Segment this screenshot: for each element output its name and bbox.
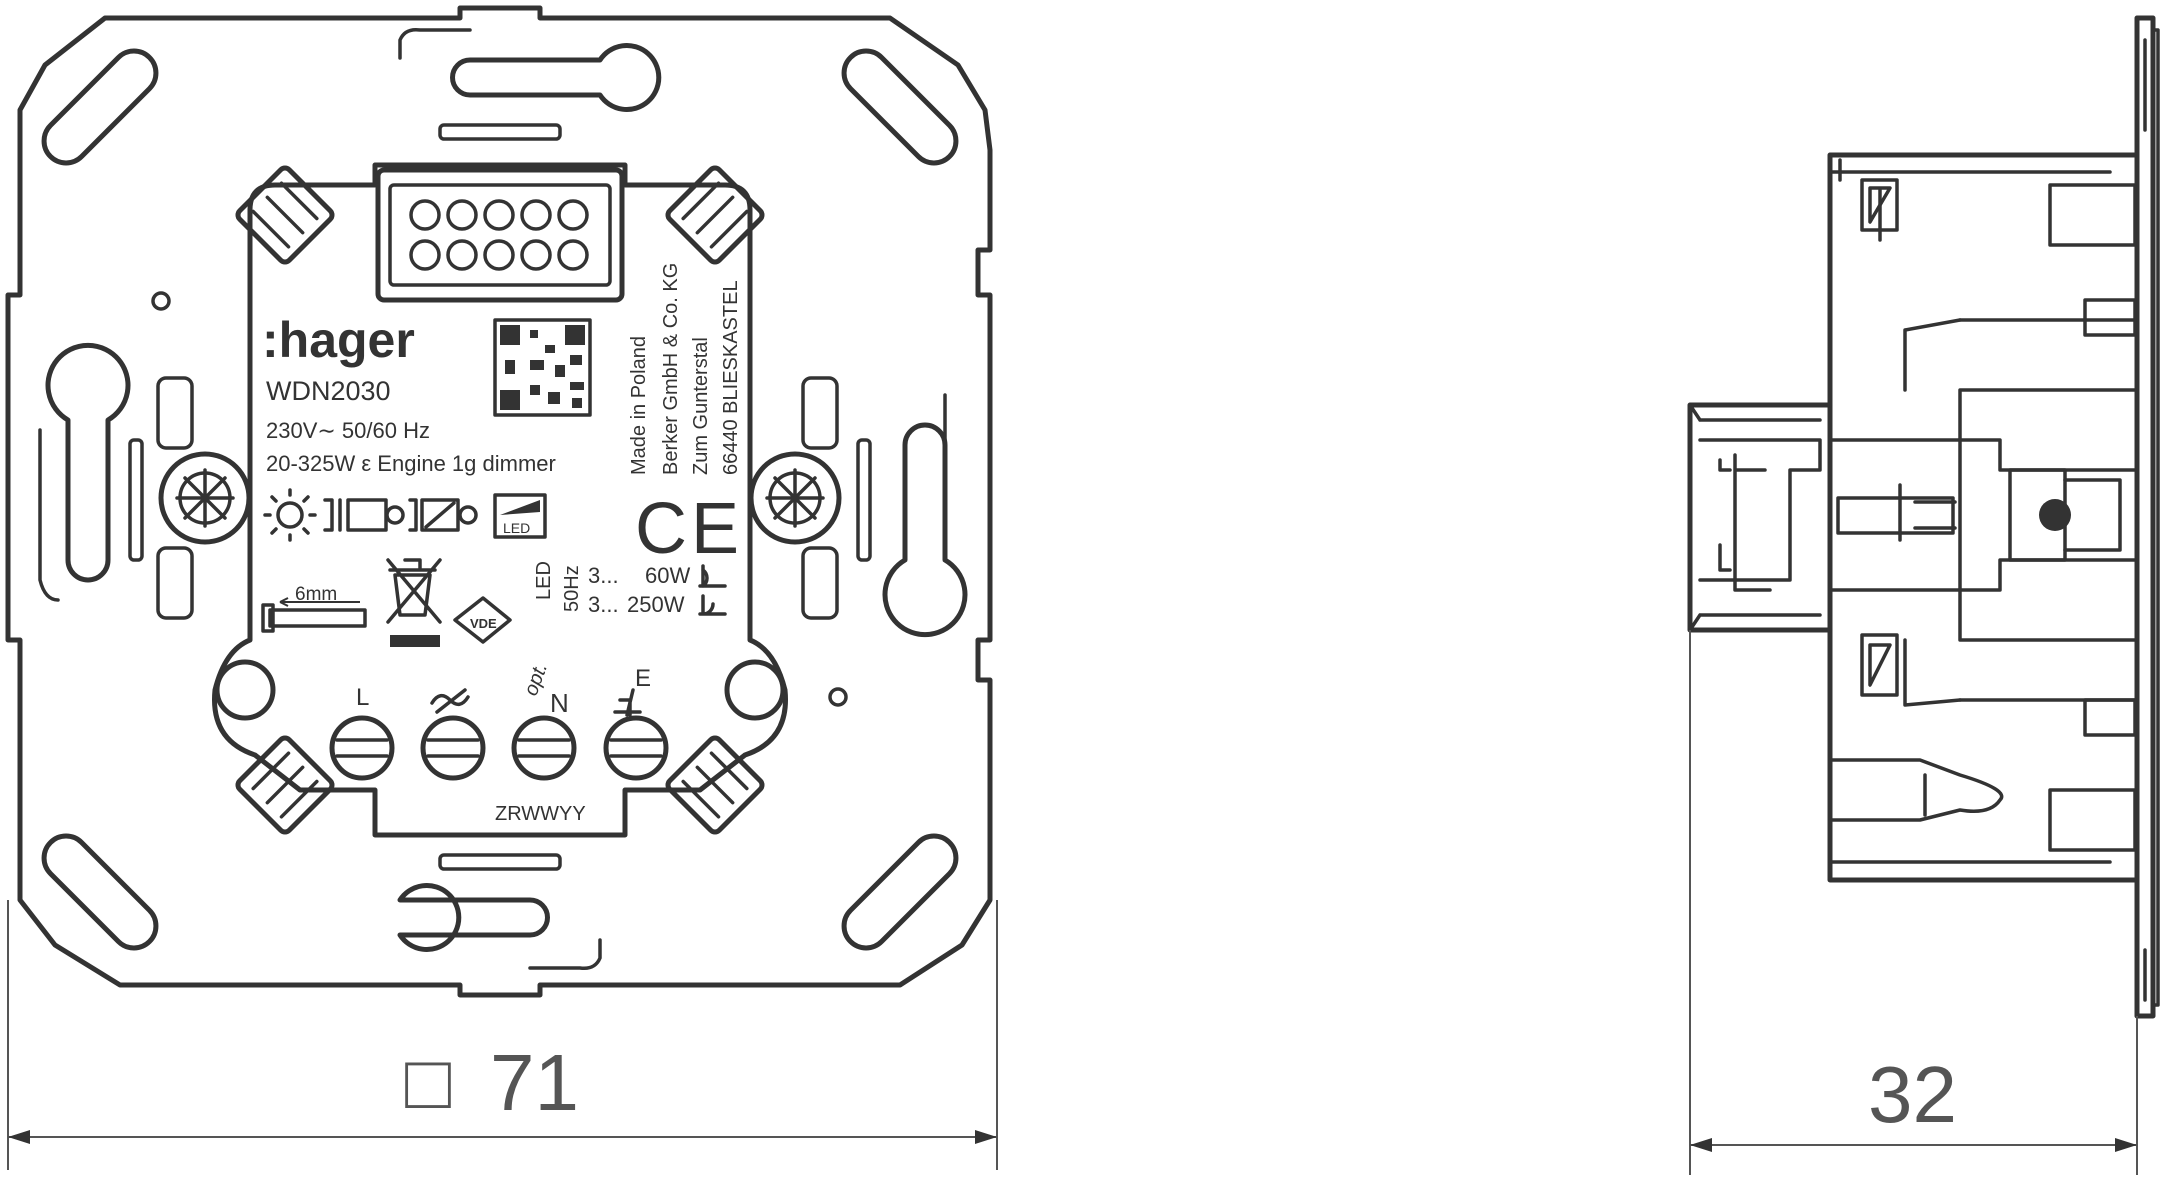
city: 66440 BLIESKASTEL (720, 280, 742, 475)
qr-code (493, 318, 592, 417)
street: Zum Gunterstal (690, 337, 712, 475)
keyhole-slot-top (450, 43, 662, 112)
terminal-label-N: N (550, 688, 569, 718)
front-view: :hager WDN2030 230V∼ 50/60 Hz 20-325W ε … (5, 5, 993, 998)
claw-screw-right (748, 451, 842, 545)
side-clip-right-top (801, 376, 839, 450)
width-square-symbol: □ (405, 1040, 451, 1125)
leading-edge-icon (698, 594, 727, 616)
rating-power: 20-325W ε Engine 1g dimmer (266, 451, 556, 476)
mounting-plate-outline (5, 5, 993, 998)
terminal-label-L: L (356, 684, 369, 711)
wire-strip-icon (268, 608, 367, 628)
bar-top-1 (438, 123, 562, 141)
trailing-edge-icon (698, 564, 727, 588)
ce-mark: CE (635, 489, 743, 569)
screw-dot-bottom-right (828, 687, 848, 707)
width-dimension: □ 71 (7, 900, 998, 1170)
led-dimmer-icon: LED (493, 493, 547, 539)
side-clip-lower (1860, 633, 1899, 697)
led-rating-freq: 50Hz (561, 565, 583, 612)
vde-mark: VDE (453, 596, 512, 644)
terminal-screw-L (329, 715, 395, 781)
strip-length-arrow (279, 597, 360, 607)
keyhole-slot-bottom (397, 883, 550, 952)
side-view (1687, 15, 2160, 1019)
clamp-bottom-left (235, 735, 335, 835)
terminal-extension-icon (613, 688, 642, 717)
led-icon-label: LED (503, 520, 530, 536)
wire-end (261, 603, 275, 633)
connector-block (375, 167, 625, 303)
vde-mark-label: VDE (470, 616, 497, 631)
screw-dot-top-left (151, 291, 171, 311)
brand-logo: :hager (262, 312, 415, 368)
width-value: 71 (490, 1038, 579, 1127)
depth-dimension: 32 (1689, 630, 2138, 1175)
keyhole-slot-right (882, 422, 968, 638)
led-row2-max: 250W (627, 592, 685, 617)
transformer-icon (323, 498, 405, 532)
claw-screw-left (158, 451, 252, 545)
side-body (1827, 152, 2140, 883)
strip-length-label: 6mm (295, 584, 337, 605)
led-row2-min: 3... (588, 592, 619, 617)
made-in: Made in Poland (628, 336, 650, 475)
led-rating-label: LED (533, 561, 555, 600)
side-clip-left-top (156, 376, 194, 450)
side-clip-left-bottom (156, 546, 194, 620)
terminal-screw-E (603, 715, 669, 781)
bar-right-1 (856, 438, 872, 562)
terminal-screw-dimmed (420, 715, 486, 781)
hook-top (398, 27, 472, 60)
depth-value: 32 (1868, 1050, 1957, 1139)
module-hole-left (214, 659, 276, 721)
model-number: WDN2030 (266, 376, 391, 406)
electronic-transformer-icon (408, 498, 478, 532)
module-hole-right (724, 659, 786, 721)
corner-slot-top-right (841, 48, 959, 166)
weee-bin-icon (386, 558, 442, 647)
rating-voltage: 230V∼ 50/60 Hz (266, 418, 430, 443)
lamp-icon (263, 488, 317, 542)
terminal-dimmed-output-icon (430, 688, 470, 714)
terminal-label-E: E (635, 665, 651, 692)
corner-slot-top-left (41, 48, 159, 166)
batch-code: ZRWWYY (495, 803, 586, 825)
company-name: Berker GmbH & Co. KG (660, 263, 682, 475)
hook-left (38, 428, 60, 602)
terminal-screw-N (511, 715, 577, 781)
bar-left-1 (128, 438, 144, 562)
led-row1-min: 3... (588, 563, 619, 588)
hook-bottom (528, 938, 602, 971)
clamp-bottom-right (665, 735, 765, 835)
side-clip-right-bottom (801, 546, 839, 620)
keyhole-slot-left (45, 342, 131, 583)
side-front-projection (1687, 402, 1833, 633)
led-row1-max: 60W (645, 563, 690, 588)
corner-slot-bottom-left (41, 833, 159, 951)
bar-bottom-1 (438, 853, 562, 871)
corner-slot-bottom-right (841, 833, 959, 951)
terminal-opt-label: opt. (520, 660, 552, 699)
